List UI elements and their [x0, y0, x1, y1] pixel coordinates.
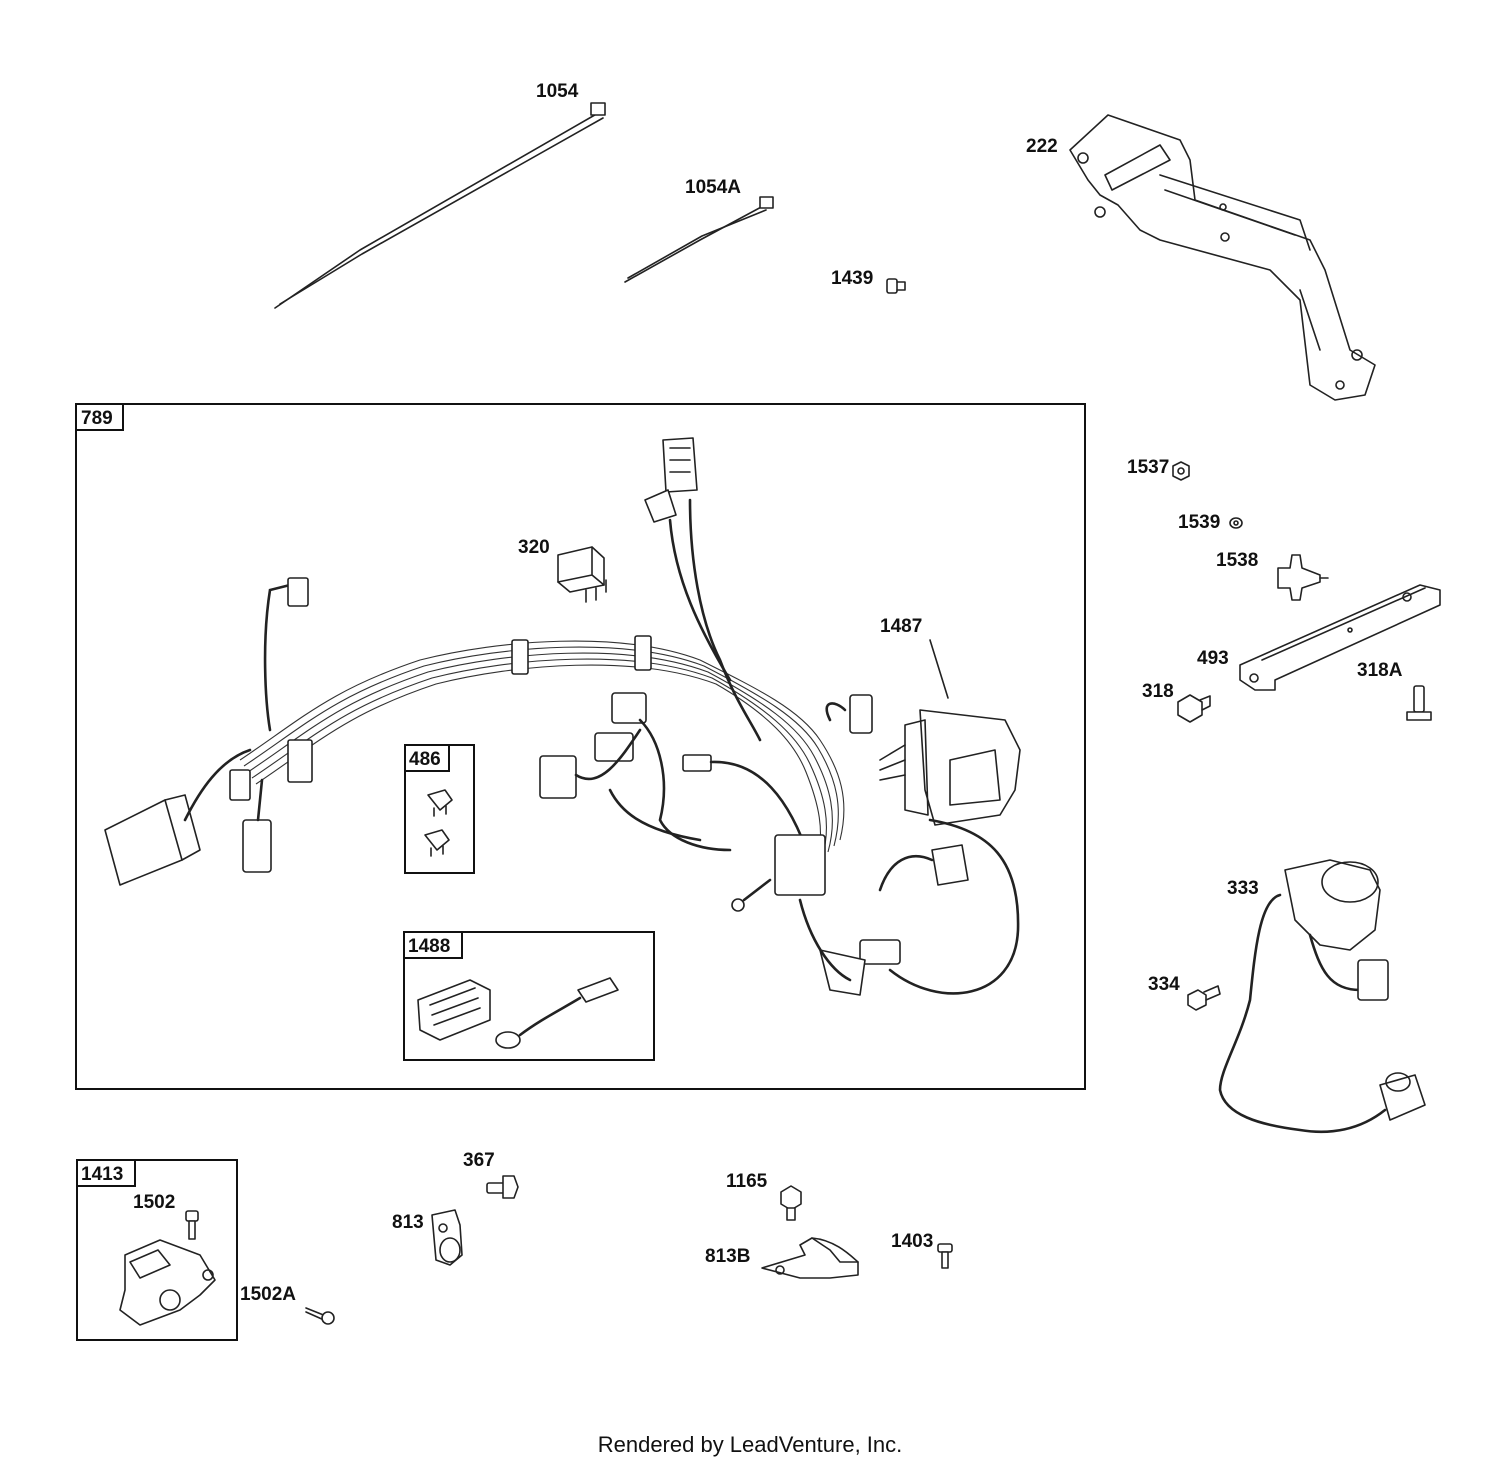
screw-1502[interactable]: [185, 1210, 199, 1240]
box-tag-789: [75, 403, 124, 431]
callout-1502a[interactable]: 1502A: [240, 1284, 296, 1305]
callout-318[interactable]: 318: [1142, 681, 1174, 702]
clamp-813b[interactable]: [761, 1237, 859, 1279]
bolt-367[interactable]: [486, 1175, 519, 1199]
callout-1537[interactable]: 1537: [1127, 457, 1169, 478]
callout-1054a[interactable]: 1054A: [685, 177, 741, 198]
grommet-1538[interactable]: [1277, 554, 1329, 601]
callout-333[interactable]: 333: [1227, 878, 1259, 899]
box-tag-1413: [76, 1159, 136, 1187]
sensor-box-1413: [76, 1159, 238, 1341]
connector-box-1488: [403, 931, 655, 1061]
callout-493[interactable]: 493: [1197, 648, 1229, 669]
sensor-333[interactable]: [1218, 859, 1426, 1134]
callout-222[interactable]: 222: [1026, 136, 1058, 157]
callout-367[interactable]: 367: [463, 1150, 495, 1171]
box-label-486[interactable]: 486: [409, 749, 441, 770]
callout-1538[interactable]: 1538: [1216, 550, 1258, 571]
callout-1487[interactable]: 1487: [880, 616, 922, 637]
wire-harness-789[interactable]: [104, 437, 1021, 996]
fuse-486[interactable]: [424, 789, 453, 857]
box-label-1488[interactable]: 1488: [408, 936, 450, 957]
cable-tie-1054[interactable]: [274, 102, 606, 309]
leader-1487: [929, 639, 949, 699]
bracket-493[interactable]: [1239, 584, 1441, 691]
clip-813[interactable]: [431, 1209, 463, 1266]
sensor-1413[interactable]: [119, 1239, 216, 1326]
callout-813b[interactable]: 813B: [705, 1246, 750, 1267]
callout-1539[interactable]: 1539: [1178, 512, 1220, 533]
callout-1502[interactable]: 1502: [133, 1192, 175, 1213]
bolt-318[interactable]: [1177, 694, 1211, 723]
callout-1165[interactable]: 1165: [726, 1171, 768, 1192]
bolt-318a[interactable]: [1406, 685, 1432, 721]
box-label-789[interactable]: 789: [81, 408, 113, 429]
footer-credit: Rendered by LeadVenture, Inc.: [597, 1432, 903, 1457]
screw-1403[interactable]: [937, 1243, 953, 1269]
screw-1439[interactable]: [886, 278, 906, 294]
callout-334[interactable]: 334: [1148, 974, 1180, 995]
relay-320[interactable]: [557, 546, 607, 603]
connector-kit-1488[interactable]: [417, 977, 619, 1049]
box-tag-1488: [403, 931, 463, 959]
screw-1502a[interactable]: [305, 1307, 335, 1325]
washer-1539[interactable]: [1229, 517, 1243, 529]
nut-1537[interactable]: [1172, 461, 1190, 481]
cable-tie-1054a[interactable]: [624, 196, 774, 283]
bolt-334[interactable]: [1187, 985, 1221, 1011]
callout-1403[interactable]: 1403: [891, 1231, 933, 1252]
bolt-1165[interactable]: [780, 1185, 802, 1221]
callout-320[interactable]: 320: [518, 537, 550, 558]
callout-1054[interactable]: 1054: [536, 81, 579, 102]
callout-813[interactable]: 813: [392, 1212, 424, 1233]
harness-frame-789: [75, 403, 1086, 1090]
callout-318a[interactable]: 318A: [1357, 660, 1403, 681]
box-label-1413[interactable]: 1413: [81, 1164, 123, 1185]
box-tag-486: [404, 744, 450, 772]
callout-1439[interactable]: 1439: [831, 268, 873, 289]
bracket-222[interactable]: [1069, 114, 1376, 401]
